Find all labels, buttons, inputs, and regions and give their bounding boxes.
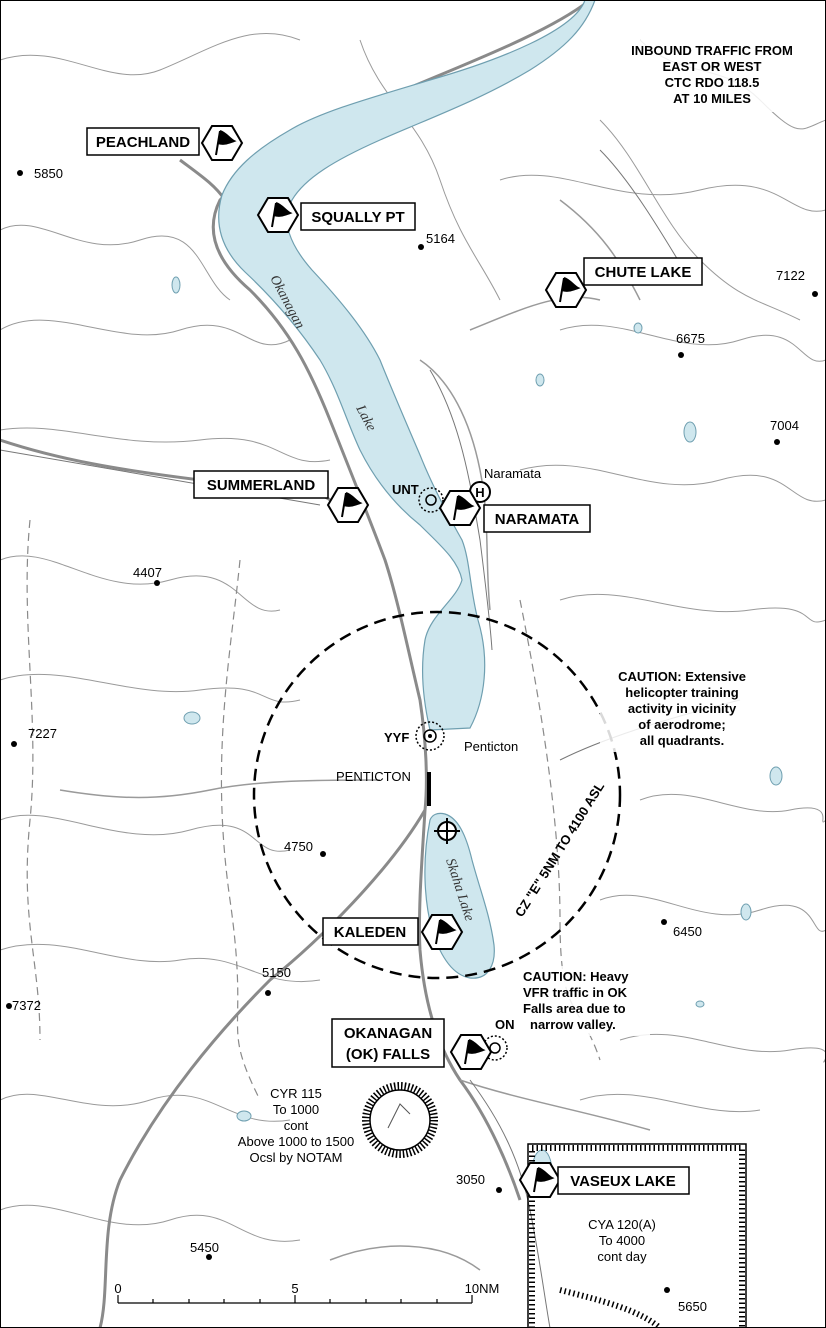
vrp-chute-label: CHUTE LAKE [595,264,692,281]
inbound-note-line: EAST OR WEST [663,59,762,74]
vrp-icons [200,125,588,1198]
vrp-naramata-label: NARAMATA [495,511,580,528]
spot-height: 6675 [676,331,705,346]
caution-heli-line: CAUTION: Extensive [618,669,746,684]
caution-heli-line: helicopter training [625,685,738,700]
vrp-peachland-label: PEACHLAND [96,134,190,151]
penticton-airport-symbol [415,721,445,751]
caution-heli-line: activity in vicinity [628,701,737,716]
spot-height: 5450 [190,1240,219,1255]
spot-height: 5850 [34,166,63,181]
penticton-town-label: Penticton [464,739,518,754]
unt-label: UNT [392,482,419,497]
spot-height: 5650 [678,1299,707,1314]
cya-line: To 4000 [599,1233,645,1248]
spot-height: 7227 [28,726,57,741]
spot-heights: 5850 5164 7122 6675 7004 4407 7227 4750 … [6,166,818,1314]
cya-line: CYA 120(A) [588,1217,656,1232]
cyr-line: Ocsl by NOTAM [250,1150,343,1165]
spot-height: 5150 [262,965,291,980]
scale-mid-label: 5 [291,1281,298,1296]
vaseux-vrp-icon [518,1162,562,1198]
cyr-line: cont [284,1118,309,1133]
cyr-line: To 1000 [273,1102,319,1117]
cya-advisory-area [527,1143,747,1328]
scale-start-label: 0 [114,1281,121,1296]
caution-heli-line: all quadrants. [640,733,725,748]
inbound-note-line: INBOUND TRAFFIC FROM [631,43,793,58]
cya-note: CYA 120(A) To 4000 cont day [588,1217,656,1264]
cyr-restricted-area [362,1082,438,1158]
summerland-vrp-icon [326,487,370,523]
secondary-roads [59,199,651,1271]
vrp-summerland-label: SUMMERLAND [207,477,315,494]
control-zone-circle [252,610,622,980]
cya-line: cont day [597,1249,647,1264]
cyr-line: Above 1000 to 1500 [238,1134,354,1149]
vrp-okfalls-label-2: (OK) FALLS [346,1046,430,1063]
spot-height: 3050 [456,1172,485,1187]
cyr-note: CYR 115 To 1000 cont Above 1000 to 1500 … [238,1086,354,1165]
spot-height: 6450 [673,924,702,939]
spot-height: 7004 [770,418,799,433]
spot-height: 7122 [776,268,805,283]
vrp-squally-label: SQUALLY PT [311,209,404,226]
caution-helicopter-note: CAUTION: Extensive helicopter training a… [600,666,766,752]
scale-bar [117,1295,473,1304]
scale-end-label: 10NM [465,1281,500,1296]
kaleden-vrp-icon [420,914,464,950]
naramata-town-label: Naramata [484,466,542,481]
caution-vfr-note: CAUTION: Heavy VFR traffic in OK Falls a… [516,966,650,1036]
inbound-note-line: AT 10 MILES [673,91,751,106]
vrp-labels: PEACHLAND SQUALLY PT CHUTE LAKE SUMMERLA… [86,127,703,1195]
vrp-kaleden-label: KALEDEN [334,924,407,941]
vrp-vaseux-label: VASEUX LAKE [570,1173,676,1190]
vrp-okfalls-label-1: OKANAGAN [344,1025,432,1042]
on-label: ON [495,1017,515,1032]
penticton-aerodrome-label: PENTICTON [336,769,411,784]
okanagan-lake [218,0,596,731]
naramata-vrp-icon [438,490,482,526]
unt-aerodrome-symbol [418,487,444,513]
anchor-icon [434,818,460,844]
spot-height: 4750 [284,839,313,854]
caution-heli-line: of aerodrome; [638,717,725,732]
peachland-vrp-icon [200,125,244,161]
chute-vrp-icon [544,272,588,308]
caution-vfr-line: VFR traffic in OK [523,985,628,1000]
terrain-lines [0,32,826,1242]
okfalls-vrp-icon [449,1034,493,1070]
caution-vfr-line: narrow valley. [530,1017,616,1032]
spot-height: 5164 [426,231,455,246]
squally-vrp-icon [256,197,300,233]
caution-vfr-line: CAUTION: Heavy [523,969,629,984]
boundary-dashed [26,519,601,1101]
heliport-letter: H [475,485,484,500]
yyf-label: YYF [384,730,409,745]
spot-height: 4407 [133,565,162,580]
inbound-traffic-note: INBOUND TRAFFIC FROM EAST OR WEST CTC RD… [612,40,812,112]
cyr-line: CYR 115 [270,1086,322,1101]
spot-height: 7372 [12,998,41,1013]
inbound-note-line: CTC RDO 118.5 [665,75,760,90]
caution-vfr-line: Falls area due to [523,1001,626,1016]
